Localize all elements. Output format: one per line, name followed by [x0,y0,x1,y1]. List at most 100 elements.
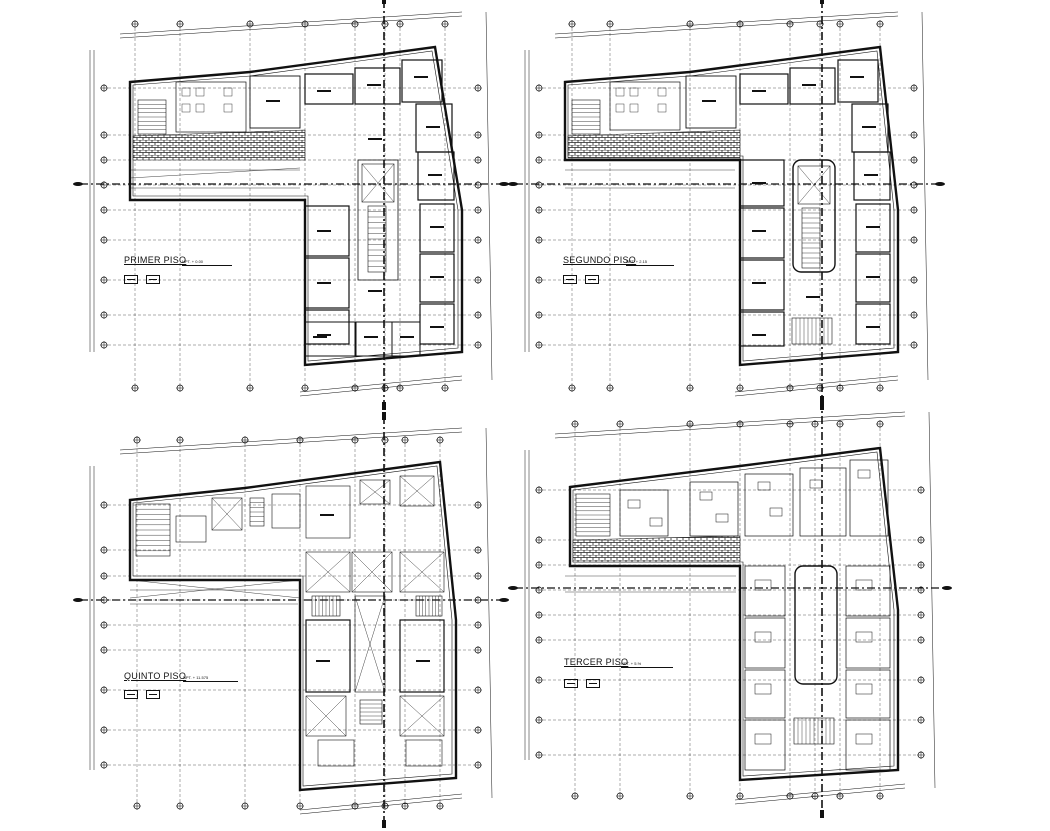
plan-quinto-piso [73,412,509,828]
room-tag [806,296,820,298]
room [249,75,301,129]
office [845,617,891,669]
void-diagonal [399,551,445,593]
void-diagonal [305,551,351,593]
toilet-icon [615,87,625,97]
dimension-line [485,11,493,381]
dimension-line [554,415,906,439]
axis-marker-icon [508,182,518,186]
office [744,719,786,771]
shop [304,309,350,345]
desk-icon [715,513,729,523]
room-tag [752,334,766,336]
desk-icon [627,499,641,509]
atrium-void [797,165,831,205]
apartment [305,619,351,693]
stone-cladding [572,535,741,563]
axis-marker-icon [382,820,386,828]
section-key-icon [146,690,160,699]
office [845,565,891,617]
office [853,151,891,201]
dimension-line [119,427,463,451]
shop [419,303,455,345]
plan-tercer-piso [508,396,952,818]
shop [419,203,455,253]
desk-icon [857,469,871,479]
void-tall [354,595,386,693]
toilet-icon [181,87,191,97]
interior-wall-line [132,50,459,362]
exterior-wall [128,45,464,367]
room-tag [864,174,878,176]
desk-icon [699,491,713,501]
room-tag [866,326,880,328]
axis-marker-icon [942,586,952,590]
void [399,475,435,507]
void [399,695,445,737]
room-tag [426,126,440,128]
office [739,73,789,105]
room-tag [416,660,430,662]
plan-level-segundo: NPT. + 2.15 [626,259,648,264]
dimension-line [928,411,936,789]
stone-cladding [132,129,306,161]
void-diagonal [399,695,445,737]
room-tag [702,100,716,102]
shop [401,59,443,103]
void [305,551,351,593]
axis-marker-icon [382,0,386,4]
office [799,467,847,537]
room-tag [802,84,816,86]
atrium [792,159,836,273]
level-underline [626,265,674,266]
desk-icon [754,683,772,695]
axis-marker-icon [820,810,824,818]
room [405,739,443,767]
axis-marker-icon [935,182,945,186]
room-tag [752,182,766,184]
room [317,739,355,767]
room-tag [752,282,766,284]
office [744,473,794,537]
dimension-line [734,379,899,397]
void [351,551,393,593]
toilet-icon [629,87,639,97]
axis-marker-icon [820,396,824,404]
toilet-icon [657,87,667,97]
section-key-icon [564,679,578,688]
exterior-wall [563,45,900,367]
exterior-wall [128,460,458,792]
plan-primer-piso [73,0,509,410]
room [175,515,207,543]
desk-icon [769,507,783,517]
restroom [609,81,681,131]
axis-marker-icon [382,402,386,410]
office [619,489,669,537]
room-tag [862,126,876,128]
toilet-icon [657,103,667,113]
void-diagonal [399,475,435,507]
office [849,459,889,537]
void-diagonal [129,579,301,599]
office [855,303,891,345]
dimension-line [734,375,899,393]
dimension-line [921,11,929,381]
shop [354,67,401,105]
room-tag [368,290,382,292]
void-diagonal [361,163,395,203]
room-tag [866,276,880,278]
atrium [357,159,399,281]
axis-marker-icon [73,598,83,602]
desk-icon [855,631,873,643]
room-tag [266,100,280,102]
toilet-icon [629,103,639,113]
office [739,311,785,347]
void-diagonal [354,595,386,693]
restroom [175,81,247,133]
dimension-line [734,783,906,801]
office [744,669,786,719]
office [837,59,879,103]
void-diagonal [797,165,831,205]
room [305,485,351,539]
axis-marker-icon [499,598,509,602]
